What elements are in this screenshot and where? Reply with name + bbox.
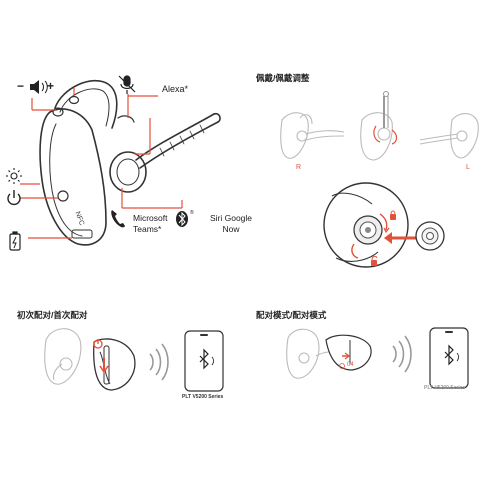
bluetooth-icon: ® <box>176 209 194 227</box>
first-pairing-section-title: 初次配对/首次配对 <box>17 310 88 320</box>
phone-icon <box>111 210 125 228</box>
pair-signal-waves-icon <box>392 335 412 373</box>
battery-charging-icon <box>9 231 21 251</box>
headset-illustration <box>39 79 221 246</box>
first-pairing-detail <box>93 338 136 391</box>
power-icon <box>7 190 21 206</box>
first-pairing-phone <box>184 330 224 392</box>
first-pairing-headset <box>44 328 82 385</box>
wearing-section-title: 佩戴/佩戴调整 <box>256 73 310 83</box>
speaker-icon <box>30 80 48 94</box>
first-pairing-phone-caption: PLT V5200 Series <box>182 394 224 400</box>
siri-google-now-label: Siri Google Now <box>209 213 253 234</box>
pair-mode-detail <box>315 334 372 371</box>
wearing-left-illustration <box>419 113 479 159</box>
wearing-left-tag: L <box>466 164 470 171</box>
wearing-center-illustration <box>360 90 398 161</box>
wearing-right-tag: R <box>296 164 302 171</box>
eartip-swap-illustration <box>323 182 445 268</box>
volume-minus-label: − <box>17 79 25 93</box>
callout-lines <box>20 88 183 239</box>
microsoft-teams-label: Microsoft Teams* <box>133 213 168 234</box>
pair-mode-phone <box>429 327 469 389</box>
volume-plus-label: + <box>47 79 55 93</box>
pair-mode-section-title: 配对模式/配对模式 <box>256 310 327 320</box>
pair-mode-phone-caption: PLT V5200 Series <box>424 385 466 391</box>
alexa-label: Alexa* <box>162 84 189 94</box>
pair-mode-timer-label: 04 <box>347 362 354 368</box>
signal-waves-icon <box>149 343 169 381</box>
pair-mode-headset <box>286 328 320 379</box>
wearing-right-illustration <box>280 112 345 159</box>
led-indicator-icon <box>6 168 22 184</box>
svg-text:®: ® <box>190 209 194 216</box>
mute-mic-icon <box>118 75 136 94</box>
